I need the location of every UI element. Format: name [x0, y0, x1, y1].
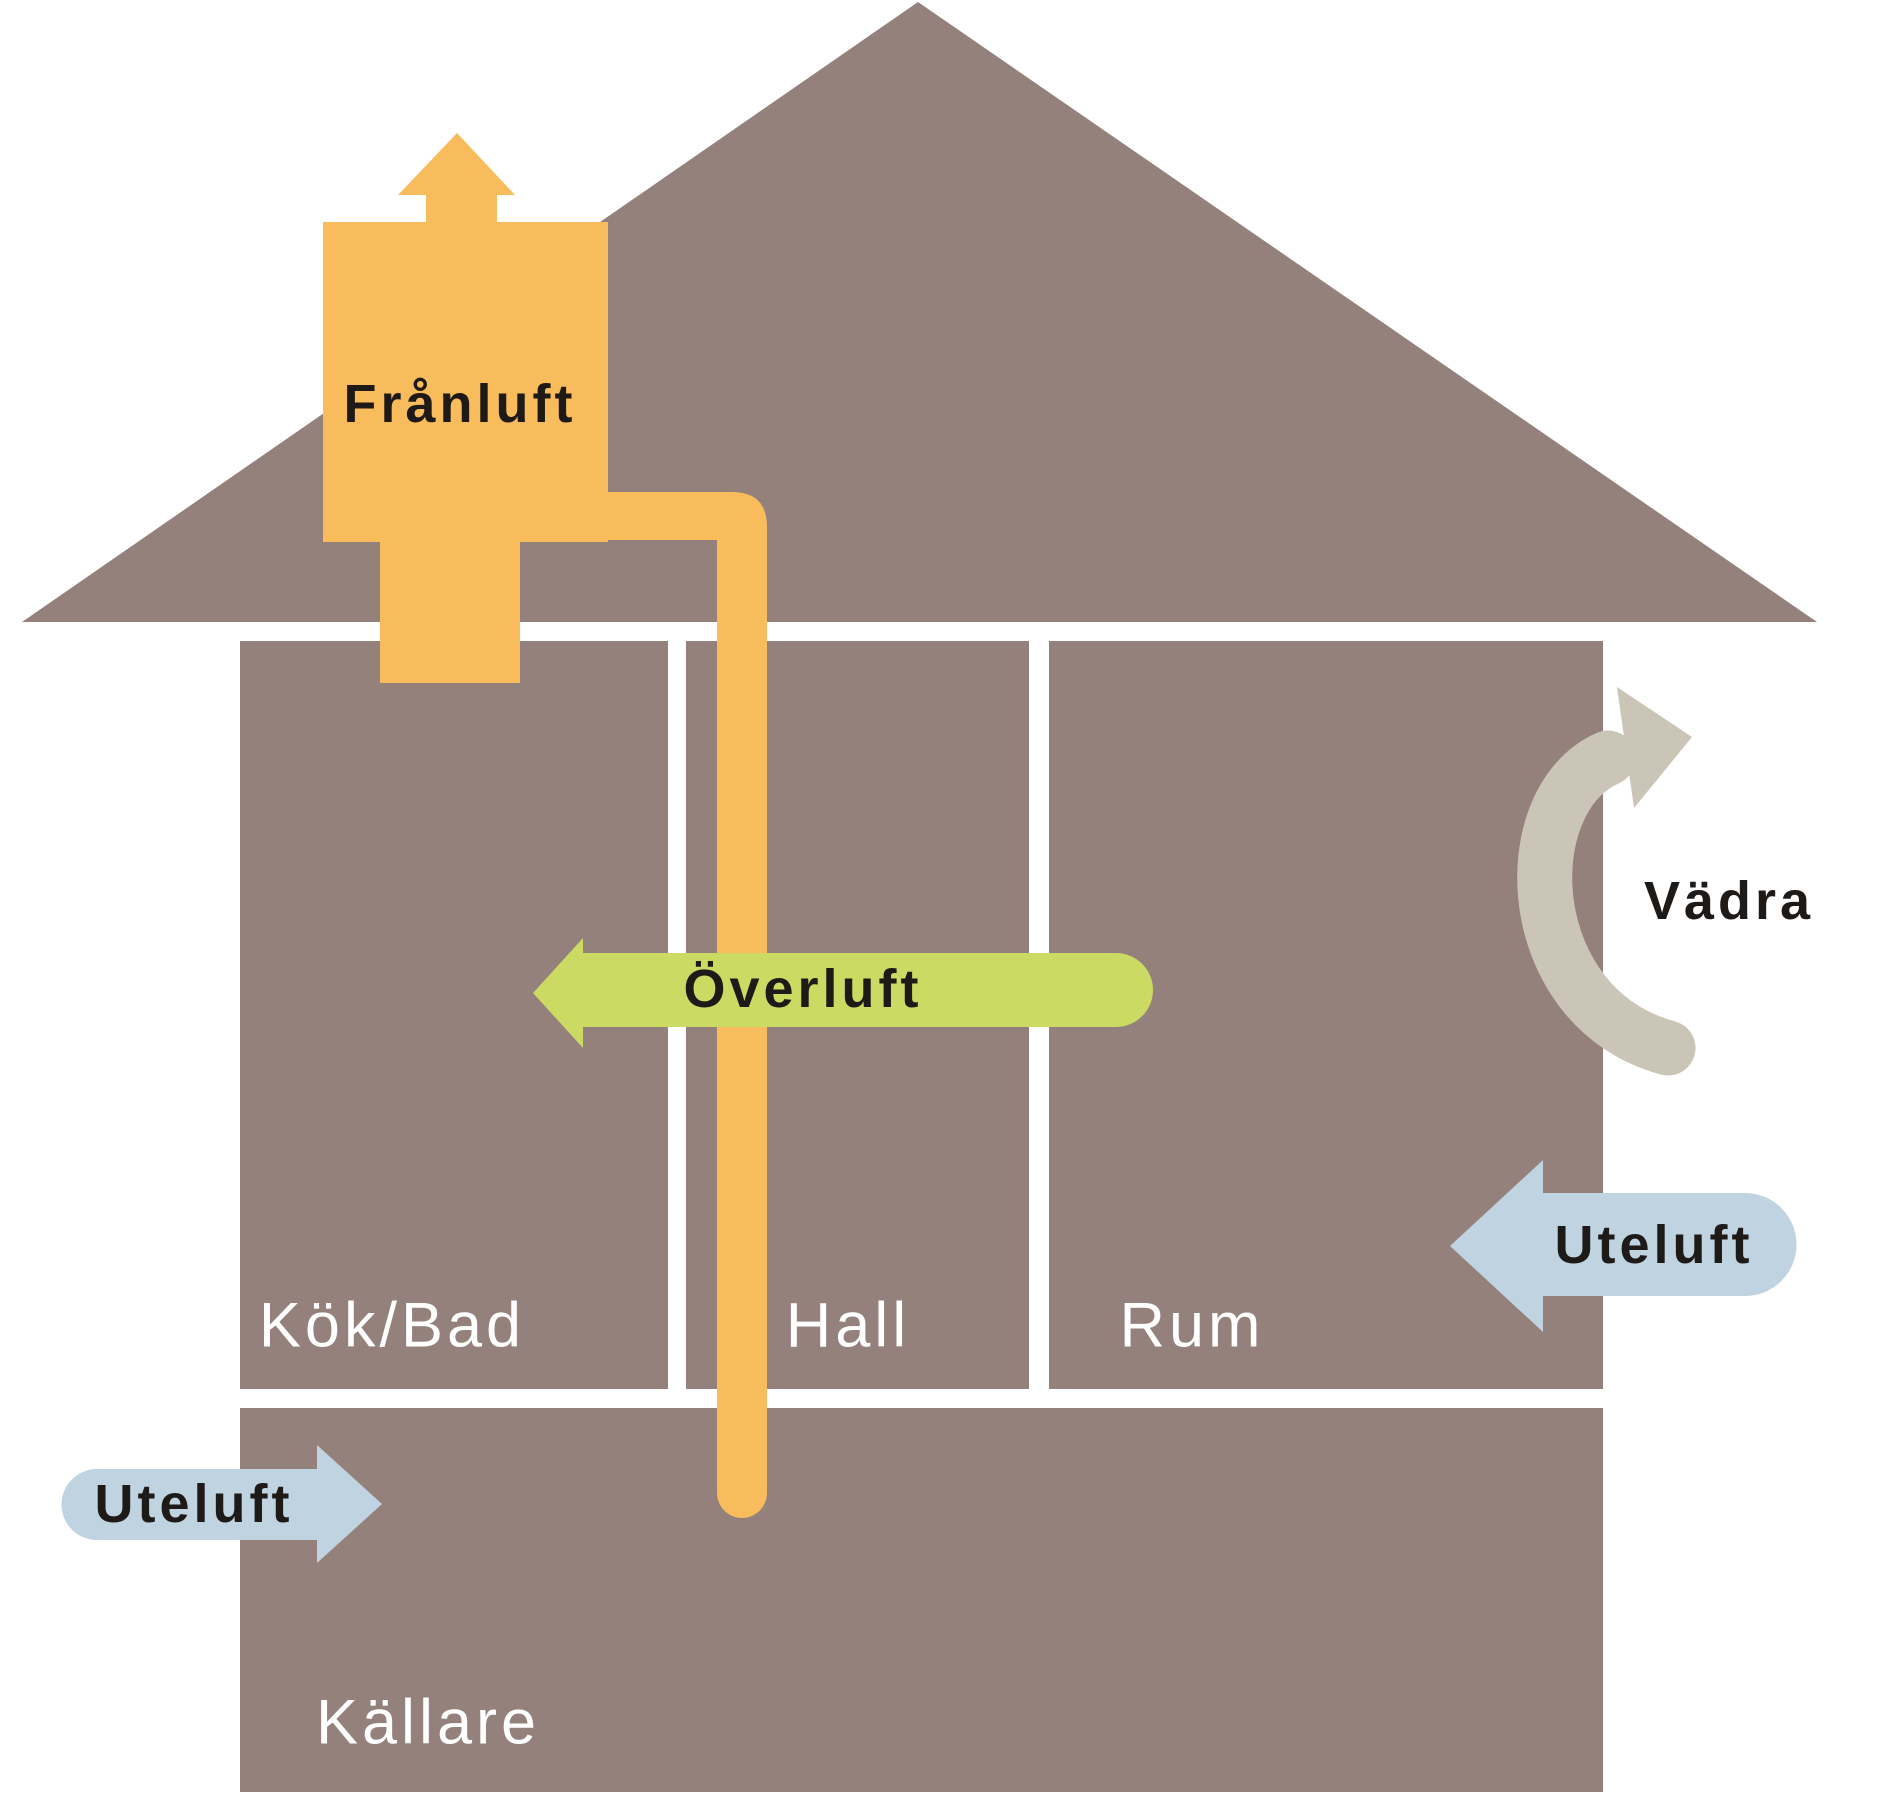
exhaust-pipe: [606, 492, 767, 1518]
uteluft-right-arrow-shaft: [1543, 1193, 1797, 1296]
overluft-label: Överluft: [683, 959, 923, 1019]
room-kallare-label: Källare: [315, 1687, 541, 1758]
vadra-label: Vädra: [1643, 871, 1815, 931]
vadra-curved-arrow-icon: [1617, 687, 1692, 808]
franluft-arrow-up-icon: [398, 133, 515, 224]
uteluft-left-arrow-icon: [317, 1445, 382, 1563]
uteluft-left-label: Uteluft: [94, 1474, 294, 1534]
overluft-arrow-icon: [533, 938, 583, 1048]
room-rum-label: Rum: [1119, 1290, 1265, 1361]
room-kallare: [240, 1408, 1603, 1792]
chimney-box: [323, 222, 608, 542]
overluft-arrow-shaft: [583, 953, 1153, 1027]
room-hall-label: Hall: [785, 1290, 911, 1361]
uteluft-right-arrow-icon: [1450, 1160, 1543, 1332]
franluft-label: Frånluft: [343, 374, 577, 434]
vadra-curved-arrow-arc: [1517, 730, 1696, 1076]
uteluft-left-arrow-shaft: [61, 1469, 317, 1540]
room-kok-bad-label: Kök/Bad: [258, 1290, 526, 1361]
roof: [22, 2, 1817, 622]
chimney-base: [380, 542, 520, 683]
uteluft-right-label: Uteluft: [1554, 1215, 1754, 1275]
